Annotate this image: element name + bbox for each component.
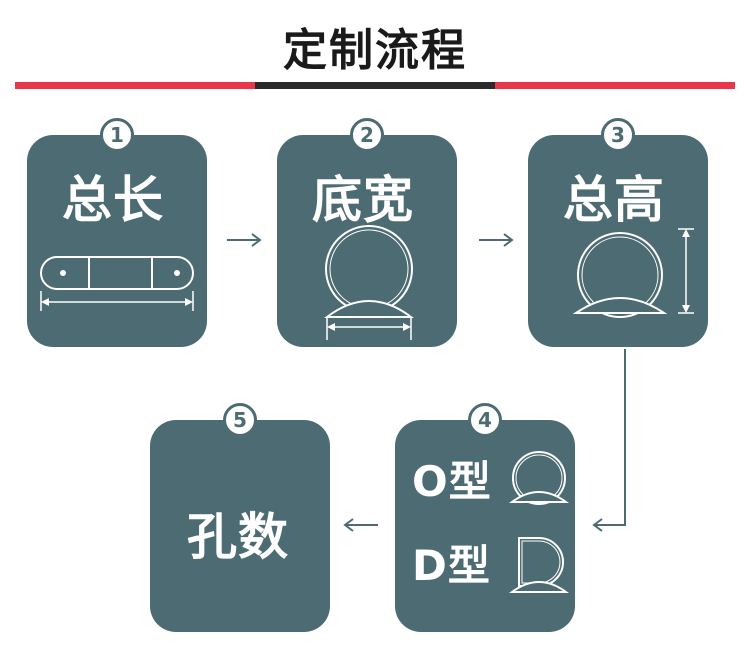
step-5-label: 孔数 (187, 508, 289, 566)
title-bar-middle (255, 82, 495, 89)
arrow-right-icon (479, 233, 514, 247)
step-1-label: 总长 (62, 171, 164, 229)
step-3-label: 总高 (563, 171, 665, 229)
step-2-label: 底宽 (312, 171, 414, 229)
step-1-badge: 1 (100, 118, 134, 152)
step-3-badge: 3 (601, 118, 635, 152)
step-4-badge: 4 (468, 403, 502, 437)
ring-base-width-icon (324, 225, 414, 340)
page-title: 定制流程 (283, 25, 467, 76)
step-1-card (27, 135, 207, 347)
step-4-label-o: O型 (412, 457, 492, 506)
ring-total-height-icon (572, 228, 694, 318)
arrow-down-left-icon (592, 349, 626, 532)
strap-length-icon (40, 256, 194, 311)
ring-type-icons (508, 451, 570, 593)
step-5-card (150, 420, 330, 632)
step-2-badge: 2 (350, 118, 384, 152)
arrow-left-icon (343, 518, 378, 532)
arrow-right-icon (227, 233, 262, 247)
title-bar-left (15, 82, 255, 89)
step-4-label-d: D型 (412, 541, 491, 590)
title-bar-right (495, 82, 735, 89)
step-5-badge: 5 (223, 403, 257, 437)
